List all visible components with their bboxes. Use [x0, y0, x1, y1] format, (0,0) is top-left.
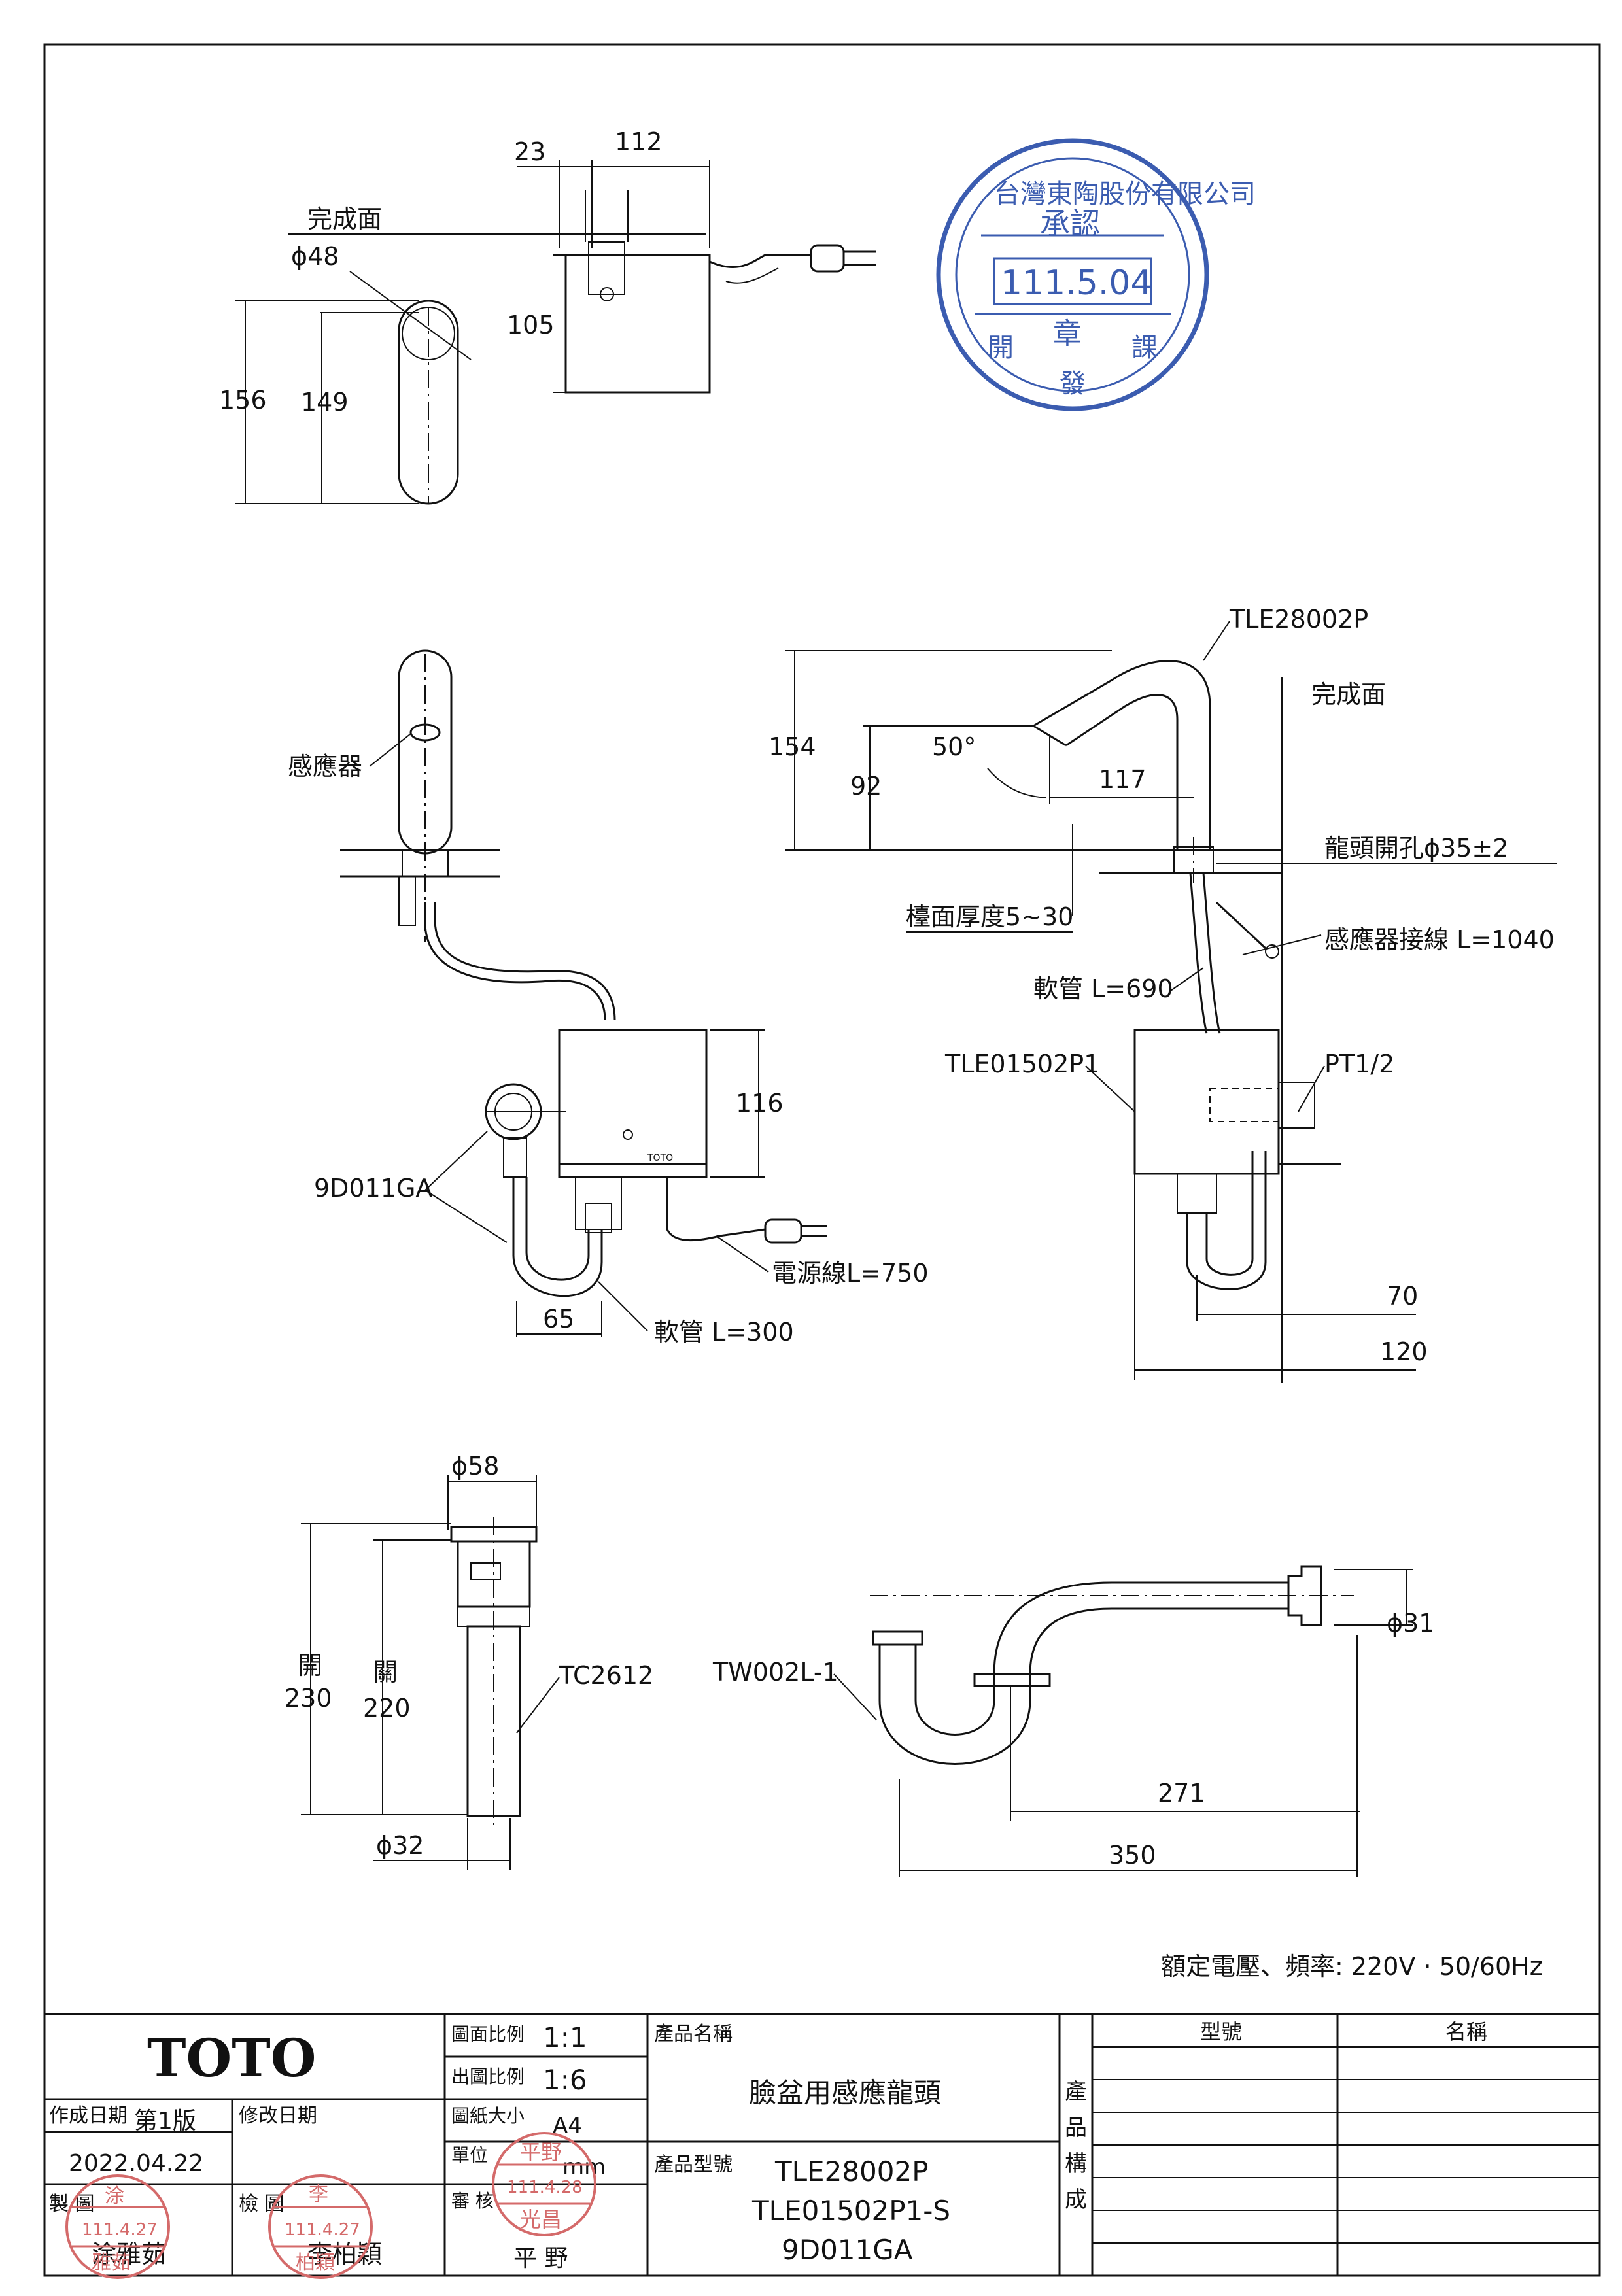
- dim-117: 117: [1099, 765, 1147, 794]
- dim-154: 154: [768, 732, 816, 761]
- hose-690-label: 軟管 L=690: [1033, 974, 1173, 1003]
- scale-label: 圖面比例: [451, 2023, 525, 2045]
- dia-32: ϕ32: [376, 1831, 424, 1860]
- edition: 第1版: [134, 2108, 196, 2134]
- dim-92: 92: [850, 772, 882, 800]
- product-model-label: 產品型號: [654, 2153, 733, 2176]
- review-seal: 平野 111.4.28 光昌: [492, 2132, 596, 2236]
- stamp-dept-left: 開: [988, 333, 1014, 363]
- dim-23: 23: [514, 137, 545, 166]
- drain-view: ϕ58 開 230 關 220 TC2612 ϕ32: [285, 1452, 653, 1870]
- box-brand: TOTO: [647, 1153, 673, 1163]
- dim-65: 65: [543, 1305, 574, 1333]
- stamp-seal: 章: [1053, 317, 1082, 351]
- product-name: 臉盆用感應龍頭: [749, 2077, 941, 2109]
- dim-105: 105: [507, 311, 555, 339]
- review-seal-sub: 光昌: [520, 2207, 562, 2232]
- drawn-seal-sub: 雅茹: [92, 2252, 131, 2274]
- print-scale-label: 出圖比例: [451, 2066, 525, 2087]
- dim-116: 116: [736, 1089, 784, 1118]
- drawn-seal: 涂 111.4.27 雅茹: [65, 2174, 170, 2279]
- dia-58: ϕ58: [451, 1452, 499, 1481]
- dim-156: 156: [219, 386, 267, 415]
- sheet-border: [43, 43, 1601, 2277]
- composition-char-1: 產: [1065, 2079, 1087, 2105]
- trap-view: TW002L-1 ϕ31 271 350: [712, 1565, 1434, 1877]
- checked-seal: 李 111.4.27 柏穎: [268, 2174, 373, 2279]
- composition-char-3: 構: [1065, 2151, 1087, 2177]
- stamp-dept-center: 發: [1060, 369, 1086, 399]
- approval-stamp: 台灣東陶股份有限公司 承認 111.5.04 章 開 發 課: [936, 138, 1256, 411]
- created-label: 作成日期: [49, 2104, 128, 2127]
- checked-label: 檢 圖: [239, 2193, 285, 2216]
- print-scale-value: 1:6: [543, 2064, 587, 2096]
- checked-seal-sub: 柏穎: [296, 2252, 335, 2274]
- top-view: 完成面 23 112 105 ϕ48 1: [219, 128, 876, 505]
- close-label: 關: [373, 1658, 398, 1687]
- paper-label: 圖紙大小: [451, 2105, 525, 2127]
- checked-seal-date: 111.4.27: [285, 2220, 360, 2240]
- rating-note: 額定電壓、頻率: 220V · 50/60Hz: [1161, 1952, 1543, 1981]
- hose-300-label: 軟管 L=300: [654, 1318, 794, 1346]
- dim-70: 70: [1387, 1282, 1418, 1311]
- modified-label: 修改日期: [239, 2104, 317, 2127]
- drawn-seal-date: 111.4.27: [82, 2220, 158, 2240]
- open-value: 230: [285, 1684, 332, 1713]
- composition-char-2: 品: [1065, 2115, 1087, 2141]
- stamp-dept-right: 課: [1131, 333, 1158, 363]
- col-name-header: 名稱: [1445, 2019, 1487, 2044]
- part-tle01502p1: TLE01502P1: [944, 1050, 1099, 1078]
- side-finish-surface-label: 完成面: [1311, 680, 1386, 709]
- created-date: 2022.04.22: [69, 2150, 203, 2177]
- unit-label: 單位: [451, 2144, 488, 2166]
- dim-120: 120: [1380, 1337, 1428, 1366]
- power-cord-label: 電源線L=750: [772, 1259, 929, 1288]
- pt-label: PT1/2: [1324, 1050, 1394, 1078]
- part-tw002l: TW002L-1: [712, 1658, 838, 1687]
- dia-31: ϕ31: [1387, 1609, 1434, 1637]
- angle-50: 50°: [932, 732, 976, 761]
- brand-logo: TOTO: [147, 2027, 316, 2089]
- checked-seal-name: 李: [309, 2183, 328, 2206]
- reviewer-name: 平 野: [513, 2245, 568, 2272]
- close-value: 220: [363, 1694, 411, 1722]
- dim-271: 271: [1158, 1779, 1205, 1808]
- scale-value: 1:1: [543, 2021, 587, 2053]
- hole-label: 龍頭開孔ϕ35±2: [1324, 834, 1508, 863]
- unit-value: mm: [562, 2154, 606, 2180]
- col-model-header: 型號: [1200, 2019, 1242, 2044]
- side-view: TLE28002P 完成面 154 92 117 50° 龍頭開孔ϕ35±2 檯…: [768, 605, 1557, 1383]
- review-seal-name: 平野: [520, 2140, 562, 2165]
- top-finish-surface-label: 完成面: [307, 205, 382, 233]
- composition-char-4: 成: [1065, 2187, 1087, 2213]
- open-label: 開: [298, 1651, 322, 1680]
- model-1: TLE28002P: [774, 2155, 929, 2187]
- dia-48: ϕ48: [291, 242, 339, 271]
- model-tle28002p: TLE28002P: [1229, 605, 1368, 634]
- sensor-label: 感應器: [288, 752, 362, 781]
- dim-350: 350: [1109, 1841, 1156, 1870]
- drawn-seal-name: 涂: [105, 2185, 124, 2208]
- review-seal-date: 111.4.28: [507, 2178, 583, 2197]
- review-label: 審 核: [451, 2190, 494, 2212]
- dim-149: 149: [301, 388, 349, 417]
- model-2: TLE01502P1-S: [751, 2195, 950, 2227]
- stamp-company: 台灣東陶股份有限公司: [994, 179, 1256, 209]
- part-9d011ga: 9D011GA: [314, 1174, 432, 1203]
- part-tc2612: TC2612: [559, 1661, 653, 1690]
- stamp-date: 111.5.04: [1001, 264, 1152, 303]
- counter-thickness-label: 檯面厚度5~30: [906, 902, 1073, 931]
- dim-112: 112: [615, 128, 663, 156]
- sensor-cable-label: 感應器接線 L=1040: [1324, 925, 1555, 954]
- product-name-label: 產品名稱: [654, 2023, 733, 2046]
- front-view: 感應器 TOTO 116 9D011GA: [288, 649, 929, 1346]
- title-block: TOTO 圖面比例 1:1 出圖比例 1:6 圖紙大小 A4 單位 mm 審 核…: [43, 2013, 1601, 2279]
- model-3: 9D011GA: [782, 2234, 913, 2266]
- stamp-approved: 承認: [1040, 206, 1100, 241]
